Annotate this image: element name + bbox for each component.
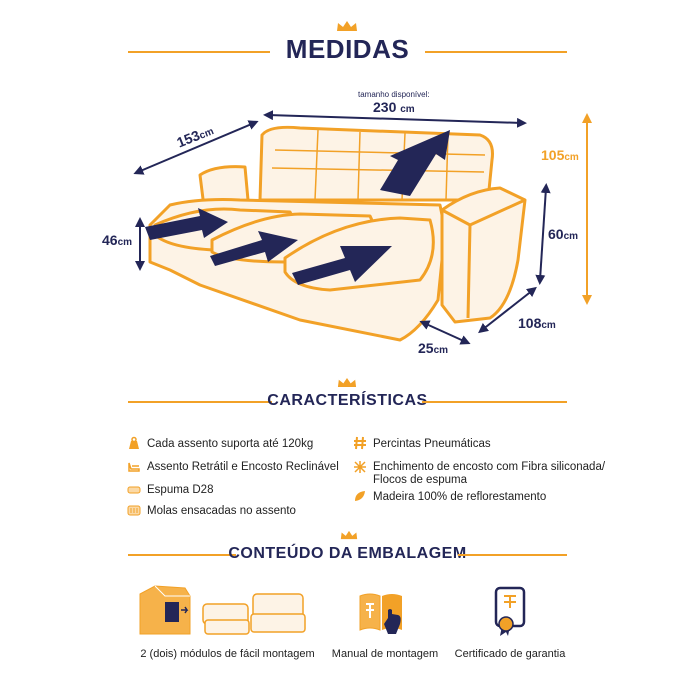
features-title: CARACTERÍSTICAS — [267, 392, 428, 409]
weight-icon — [129, 436, 139, 449]
feature-fiber: Enchimento de encosto com Fibra silicona… — [373, 461, 606, 486]
caption-modules: 2 (dois) módulos de fácil montagem — [140, 648, 315, 660]
certificate-icon — [494, 586, 526, 636]
arm-width-label: 25cm — [418, 340, 449, 356]
title-rule-left — [128, 51, 270, 53]
retract-arrow-left — [145, 208, 228, 240]
sofa-diagram — [133, 110, 592, 345]
feature-wood: Madeira 100% de reflorestamento — [373, 491, 547, 503]
page-title: MEDIDAS — [285, 34, 410, 64]
depth-closed-dimension-line — [478, 286, 537, 334]
depth-closed-label: 108cm — [518, 315, 556, 331]
seat-height-label: 46cm — [102, 232, 133, 248]
retract-arrow-mid — [210, 231, 298, 266]
caption-manual: Manual de montagem — [331, 648, 439, 660]
features-rule-left — [128, 401, 272, 403]
package-rule-right — [458, 554, 567, 556]
foam-icon — [127, 486, 141, 494]
package-rule-left — [128, 554, 236, 556]
arm-height-label: 60cm — [548, 226, 579, 242]
feature-springs: Molas ensacadas no assento — [147, 505, 296, 517]
manual-icon — [359, 593, 402, 634]
recline-arrow — [380, 130, 450, 196]
package-title: CONTEÚDO DA EMBALAGEM — [228, 545, 467, 562]
feature-weight: Cada assento suporta até 120kg — [147, 438, 314, 450]
feature-straps: Percintas Pneumáticas — [373, 438, 491, 450]
width-label: 230 cm — [373, 99, 415, 115]
feature-foam: Espuma D28 — [147, 484, 214, 496]
retract-arrow-right — [292, 246, 392, 285]
features-rule-right — [422, 401, 567, 403]
crown-icon — [340, 530, 358, 540]
depth-open-dimension-line — [133, 120, 259, 175]
arm-width-dimension-line — [419, 320, 471, 345]
fiber-icon — [354, 461, 366, 473]
caption-certificate: Certificado de garantia — [454, 648, 566, 660]
height-label: 105cm — [541, 147, 579, 163]
crown-icon — [337, 377, 357, 388]
hash-icon — [354, 436, 366, 450]
springs-icon — [127, 505, 141, 516]
arm-height-dimension-line — [535, 183, 551, 285]
crown-icon — [337, 21, 357, 31]
title-rule-right — [425, 51, 567, 53]
leaf-icon — [355, 491, 365, 501]
recliner-icon — [128, 462, 140, 472]
feature-recliner: Assento Retrátil e Encosto Reclinável — [147, 461, 339, 473]
available-size-note: tamanho disponível: — [358, 90, 430, 99]
box-sofa-icon — [139, 585, 306, 635]
width-dimension-line — [263, 110, 527, 128]
